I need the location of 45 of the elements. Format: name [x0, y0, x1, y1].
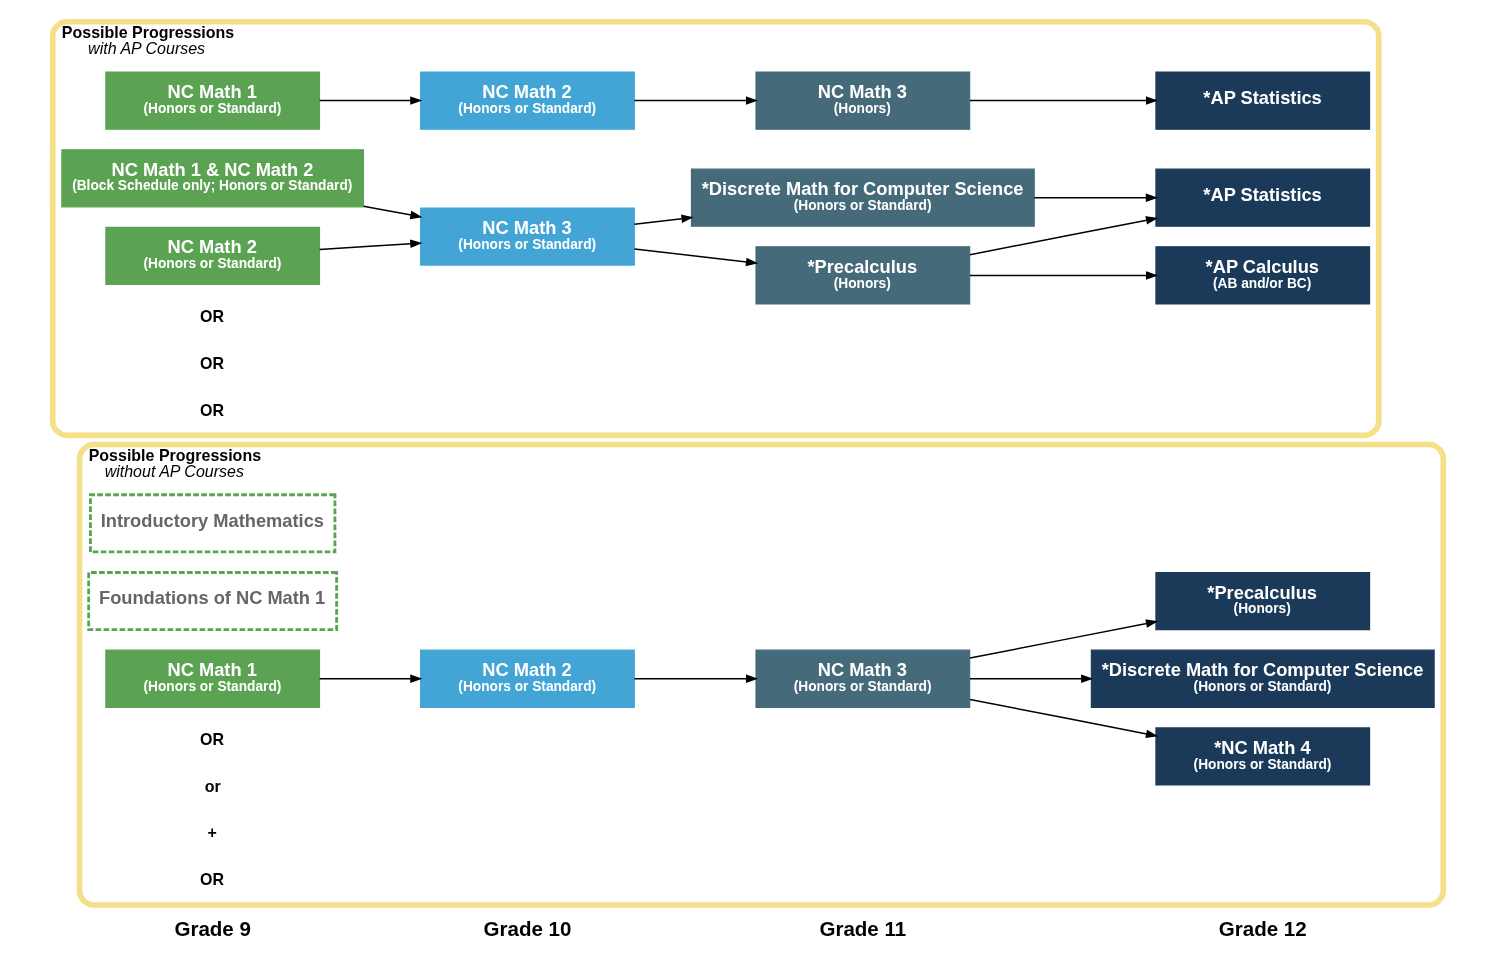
node-box: NC Math 1 (Honors or Standard) — [105, 649, 321, 708]
label: OR — [200, 307, 225, 325]
node-box: *AP Statistics — [1155, 71, 1371, 130]
label: OR — [200, 730, 225, 748]
arrow — [318, 674, 423, 683]
arrow — [969, 619, 1159, 659]
node-box: NC Math 3 (Honors) — [755, 71, 971, 130]
node-box: NC Math 1 & NC Math 2 (Block Schedule only; Honors or Standard) — [61, 149, 365, 208]
arrow — [633, 214, 694, 225]
node-box: *Precalculus (Honors) — [1155, 571, 1371, 631]
node-box: NC Math 1 (Honors or Standard) — [105, 71, 321, 130]
node-box: *AP Calculus (AB and/or BC) — [1155, 246, 1371, 305]
arrow — [1033, 193, 1158, 202]
node-box: Foundations of NC Math 1 — [87, 571, 339, 632]
arrow — [633, 96, 759, 105]
arrow — [969, 271, 1159, 280]
node-box: NC Math 2 (Honors or Standard) — [420, 71, 635, 130]
label: OR — [200, 401, 225, 419]
node-box: NC Math 2 (Honors or Standard) — [420, 649, 635, 708]
node-box: NC Math 3 (Honors or Standard) — [755, 649, 971, 708]
arrow — [969, 698, 1159, 739]
node-box: *NC Math 4 (Honors or Standard) — [1155, 727, 1371, 786]
label: or — [204, 777, 221, 795]
label: Grade 12 — [1218, 917, 1307, 941]
arrow — [318, 239, 423, 251]
label: OR — [200, 871, 225, 889]
node-box: NC Math 2 (Honors or Standard) — [105, 226, 321, 286]
node-box: *Discrete Math for Computer Science (Honors or Standard) — [690, 168, 1035, 227]
label: OR — [200, 354, 225, 372]
node-box: *Precalculus (Honors) — [755, 246, 971, 305]
node-box: NC Math 3 (Honors or Standard) — [420, 207, 635, 266]
node-box: Introductory Mathematics — [89, 493, 337, 554]
arrow — [318, 96, 423, 105]
arrow — [362, 205, 423, 220]
label: Grade 9 — [174, 917, 251, 941]
label: Grade 11 — [819, 917, 907, 941]
arrow — [633, 674, 759, 683]
node-box: *AP Statistics — [1155, 168, 1371, 227]
arrow — [969, 674, 1094, 683]
arrow — [969, 216, 1159, 256]
label: Grade 10 — [483, 917, 572, 941]
arrow — [969, 96, 1159, 105]
node-box: *Discrete Math for Computer Science (Honors or Standard) — [1090, 649, 1435, 708]
label: + — [207, 824, 217, 842]
arrow — [633, 248, 759, 267]
